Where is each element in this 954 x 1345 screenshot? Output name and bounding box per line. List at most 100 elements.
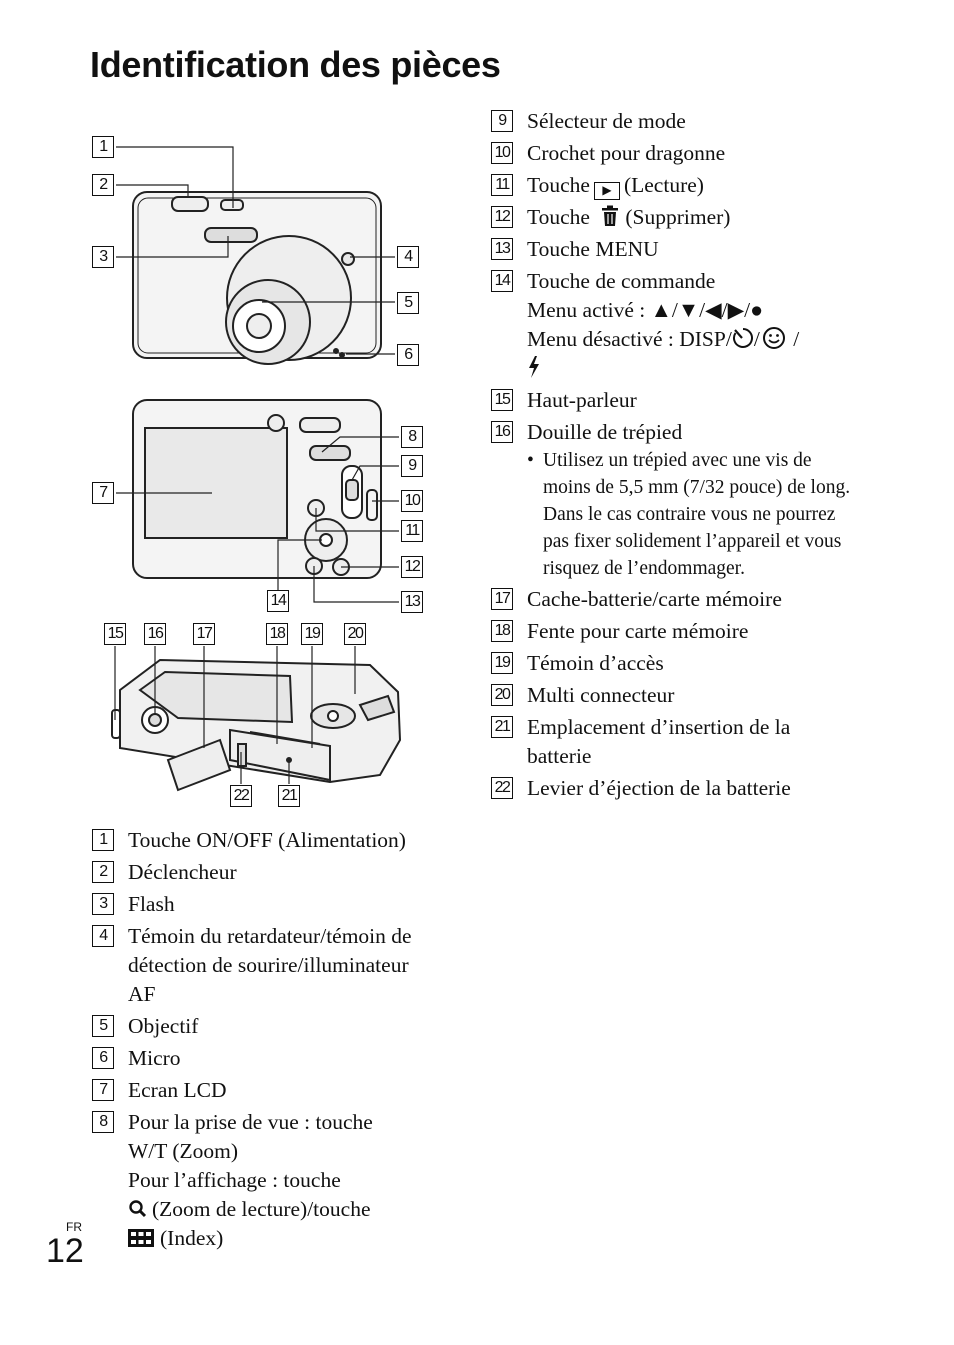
item-text: Touche MENU: [527, 237, 659, 261]
item-text: Crochet pour dragonne: [527, 141, 726, 165]
item-text: AF: [128, 982, 156, 1006]
item-number: 3: [92, 893, 114, 915]
list-item: 4 Témoin du retardateur/témoin de détect…: [92, 922, 472, 1009]
text-part: Touche: [527, 205, 590, 229]
list-item: 7 Ecran LCD: [92, 1076, 472, 1105]
zoom-line: (Zoom de lecture)/touche: [128, 1195, 472, 1224]
list-item: 3 Flash: [92, 890, 472, 919]
item-text: détection de sourire/illuminateur: [128, 953, 409, 977]
item-number: 11: [491, 174, 513, 196]
item-number: 15: [491, 389, 513, 411]
item-text: Touche ON/OFF (Alimentation): [128, 828, 406, 852]
item-text: Ecran LCD: [128, 1078, 227, 1102]
item-text: Objectif: [128, 1014, 199, 1038]
item-text: Déclencheur: [128, 860, 237, 884]
index-line: (Index): [128, 1224, 472, 1253]
item-number: 21: [491, 716, 513, 738]
item-number: 8: [92, 1111, 114, 1133]
callout-14: 14: [267, 590, 289, 612]
item-number: 16: [491, 421, 513, 443]
item-text: Emplacement d’insertion de la: [527, 715, 791, 739]
callout-4: 4: [397, 246, 419, 268]
item-number: 14: [491, 270, 513, 292]
item-text: Touche▶(Lecture): [527, 171, 861, 200]
camera-illustration: [111, 146, 402, 792]
item-text: Touche de commande: [527, 269, 716, 293]
callout-11: 11: [401, 520, 423, 542]
item-number: 6: [92, 1047, 114, 1069]
list-item: 12 Touche (Supprimer): [491, 203, 861, 232]
callout-21: 21: [278, 785, 300, 807]
callout-13: 13: [401, 591, 423, 613]
item-text: Pour l’affichage : touche: [128, 1168, 341, 1192]
item-text: Touche (Supprimer): [527, 203, 861, 232]
item-number: 5: [92, 1015, 114, 1037]
callout-6: 6: [397, 344, 419, 366]
callout-17: 17: [193, 623, 215, 645]
item-text: Micro: [128, 1046, 181, 1070]
item-number: 19: [491, 652, 513, 674]
self-timer-icon: [732, 328, 753, 348]
item-number: 7: [92, 1079, 114, 1101]
callout-16: 16: [144, 623, 166, 645]
callout-3: 3: [92, 246, 114, 268]
trash-icon: [602, 205, 619, 226]
item-number: 20: [491, 684, 513, 706]
index-grid-icon: [128, 1229, 154, 1247]
item-text: Douille de trépied: [527, 420, 683, 444]
camera-back-view: [132, 399, 382, 579]
callout-5: 5: [397, 292, 419, 314]
left-parts-list: 1 Touche ON/OFF (Alimentation) 2 Déclenche…: [92, 826, 472, 1256]
list-item: 11 Touche▶(Lecture): [491, 171, 861, 200]
list-item: 14 Touche de commande Menu activé : ▲/▼/…: [491, 267, 861, 383]
item-number: 18: [491, 620, 513, 642]
note-bullet: Utilisez un trépied avec une vis de moin…: [527, 447, 861, 582]
text-part: Menu désactivé : DISP/: [527, 327, 732, 351]
item-number: 9: [491, 110, 513, 132]
item-text: Témoin du retardateur/témoin de: [128, 924, 412, 948]
language-tag: FR: [66, 1220, 82, 1234]
text-part: Touche: [527, 173, 590, 197]
item-number: 17: [491, 588, 513, 610]
item-text: Flash: [128, 892, 175, 916]
callout-1: 1: [92, 136, 114, 158]
list-item: 5 Objectif: [92, 1012, 472, 1041]
list-item: 1 Touche ON/OFF (Alimentation): [92, 826, 472, 855]
list-item: 21 Emplacement d’insertion de la batteri…: [491, 713, 861, 771]
callout-7: 7: [92, 482, 114, 504]
flash-line: [527, 354, 861, 383]
item-text: Haut-parleur: [527, 388, 637, 412]
magnifier-icon: [129, 1200, 147, 1218]
callout-22: 22: [230, 785, 252, 807]
item-text: (Zoom de lecture)/touche: [152, 1197, 371, 1221]
text-part: (Lecture): [623, 173, 704, 197]
callout-18: 18: [266, 623, 288, 645]
item-text: Témoin d’accès: [527, 651, 664, 675]
text-part: (Supprimer): [625, 205, 731, 229]
camera-front-view: [132, 191, 382, 365]
list-item: 16 Douille de trépied Utilisez un trépied…: [491, 418, 861, 582]
camera-bottom-view: [111, 658, 402, 792]
callout-15: 15: [104, 623, 126, 645]
flash-icon: [529, 356, 539, 378]
page-number: 12: [46, 1232, 84, 1270]
page-title: Identification des pièces: [90, 44, 501, 85]
callout-2: 2: [92, 174, 114, 196]
item-text: Pour la prise de vue : touche: [128, 1110, 373, 1134]
callout-leader-lines: [114, 146, 399, 784]
callout-8: 8: [401, 426, 423, 448]
callout-10: 10: [401, 490, 423, 512]
item-number: 12: [491, 206, 513, 228]
item-number: 1: [92, 829, 114, 851]
list-item: 13 Touche MENU: [491, 235, 861, 264]
item-number: 2: [92, 861, 114, 883]
list-item: 8 Pour la prise de vue : touche W/T (Zoo…: [92, 1108, 472, 1253]
item-number: 13: [491, 238, 513, 260]
